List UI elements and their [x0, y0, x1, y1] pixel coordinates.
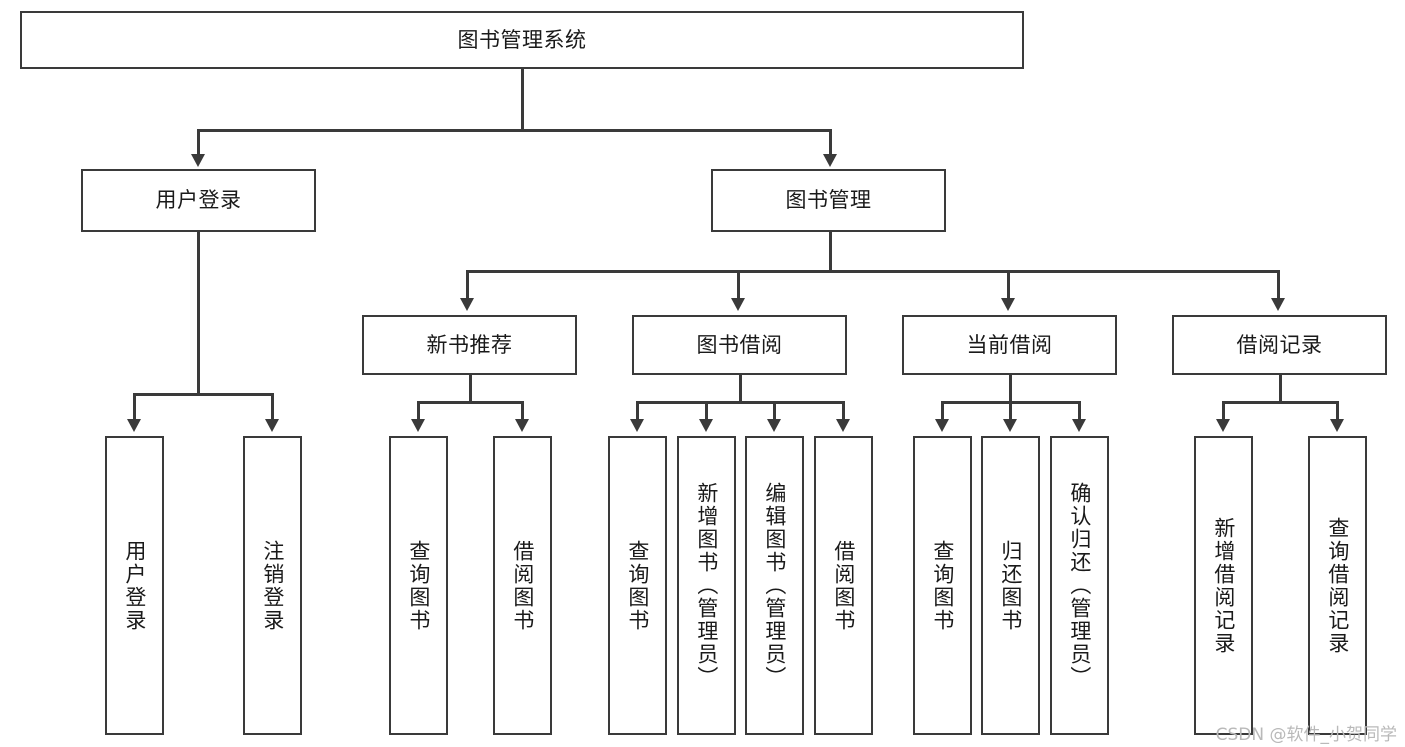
- leaf-query-book-nbr[interactable]: 查询图书: [389, 436, 448, 735]
- csdn-watermark: CSDN @软件_小贺同学: [1215, 725, 1397, 745]
- edge-nbr-to-leaf-1: [417, 401, 420, 421]
- leaf-confirm-return-admin[interactable]: 确认归还（管理员）: [1050, 436, 1109, 735]
- arrow-to-leaf-query-book-1: [411, 419, 425, 432]
- arrow-to-book-borrow: [731, 298, 745, 311]
- edge-br-bus: [1222, 401, 1338, 404]
- arrow-to-leaf-user-login: [127, 419, 141, 432]
- node-user-login[interactable]: 用户登录: [81, 169, 316, 232]
- leaf-query-book-bb[interactable]: 查询图书: [608, 436, 667, 735]
- node-label: 图书管理系统: [457, 27, 587, 52]
- node-book-management[interactable]: 图书管理: [711, 169, 946, 232]
- edge-cb-to-leaf-2: [1009, 401, 1012, 421]
- edge-bm-to-new-book-rec: [466, 270, 469, 300]
- arrow-to-borrow-record: [1271, 298, 1285, 311]
- node-label: 查询借阅记录: [1325, 516, 1350, 655]
- node-book-borrow[interactable]: 图书借阅: [632, 315, 847, 375]
- arrow-to-leaf-borrow-book-1: [515, 419, 529, 432]
- node-label: 确认归还（管理员）: [1067, 482, 1092, 689]
- arrow-to-user-login: [191, 154, 205, 167]
- edge-bm-to-borrow-record: [1277, 270, 1280, 300]
- edge-bb-to-leaf-4: [842, 401, 845, 421]
- edge-user-login-to-leaf-1: [133, 393, 136, 421]
- edge-br-to-leaf-2: [1336, 401, 1339, 421]
- edge-root-stem: [521, 69, 524, 130]
- node-label: 借阅图书: [831, 539, 856, 632]
- node-new-book-recommendation[interactable]: 新书推荐: [362, 315, 577, 375]
- node-label: 注销登录: [260, 539, 285, 632]
- node-root-book-management-system[interactable]: 图书管理系统: [20, 11, 1024, 69]
- leaf-query-borrow-record[interactable]: 查询借阅记录: [1308, 436, 1367, 735]
- node-label: 用户登录: [155, 188, 242, 213]
- edge-bb-to-leaf-3: [773, 401, 776, 421]
- edge-cb-to-leaf-3: [1078, 401, 1081, 421]
- leaf-add-borrow-record[interactable]: 新增借阅记录: [1194, 436, 1253, 735]
- leaf-borrow-book-nbr[interactable]: 借阅图书: [493, 436, 552, 735]
- arrow-to-new-book-recommendation: [460, 298, 474, 311]
- leaf-borrow-book-bb[interactable]: 借阅图书: [814, 436, 873, 735]
- edge-user-login-bus: [133, 393, 273, 396]
- node-label: 归还图书: [998, 539, 1023, 632]
- arrow-to-leaf-add-book: [699, 419, 713, 432]
- node-label: 图书管理: [785, 188, 872, 213]
- edge-root-to-user-login: [197, 129, 200, 156]
- edge-bb-stem: [739, 375, 742, 403]
- edge-root-to-book-management: [829, 129, 832, 156]
- arrow-to-leaf-add-borrow-record: [1216, 419, 1230, 432]
- node-label: 用户登录: [122, 539, 147, 632]
- leaf-user-login[interactable]: 用户登录: [105, 436, 164, 735]
- edge-book-management-stem: [829, 232, 832, 272]
- edge-user-login-stem: [197, 232, 200, 395]
- node-label: 新增借阅记录: [1211, 516, 1236, 655]
- edge-bb-bus: [636, 401, 844, 404]
- edge-book-management-bus: [466, 270, 1280, 273]
- arrow-to-leaf-logout: [265, 419, 279, 432]
- arrow-to-leaf-borrow-book-2: [836, 419, 850, 432]
- arrow-to-book-management: [823, 154, 837, 167]
- arrow-to-leaf-query-book-3: [935, 419, 949, 432]
- node-borrow-record[interactable]: 借阅记录: [1172, 315, 1387, 375]
- leaf-edit-book-admin[interactable]: 编辑图书（管理员）: [745, 436, 804, 735]
- node-current-borrow[interactable]: 当前借阅: [902, 315, 1117, 375]
- edge-cb-to-leaf-1: [941, 401, 944, 421]
- leaf-logout[interactable]: 注销登录: [243, 436, 302, 735]
- node-label: 借阅图书: [510, 539, 535, 632]
- arrow-to-leaf-return-book: [1003, 419, 1017, 432]
- edge-bm-to-current-borrow: [1007, 270, 1010, 300]
- edge-br-to-leaf-1: [1222, 401, 1225, 421]
- edge-nbr-bus: [417, 401, 523, 404]
- edge-cb-stem: [1009, 375, 1012, 403]
- edge-nbr-stem: [469, 375, 472, 403]
- edge-bm-to-book-borrow: [737, 270, 740, 300]
- node-label: 当前借阅: [966, 332, 1053, 357]
- leaf-add-book-admin[interactable]: 新增图书（管理员）: [677, 436, 736, 735]
- leaf-query-book-cb[interactable]: 查询图书: [913, 436, 972, 735]
- arrow-to-leaf-edit-book: [767, 419, 781, 432]
- node-label: 查询图书: [930, 539, 955, 632]
- node-label: 新书推荐: [426, 332, 513, 357]
- leaf-return-book[interactable]: 归还图书: [981, 436, 1040, 735]
- arrow-to-leaf-confirm-return: [1072, 419, 1086, 432]
- node-label: 查询图书: [406, 539, 431, 632]
- edge-root-bus: [197, 129, 831, 132]
- arrow-to-leaf-query-borrow-record: [1330, 419, 1344, 432]
- node-label: 借阅记录: [1236, 332, 1323, 357]
- node-label: 图书借阅: [696, 332, 783, 357]
- arrow-to-current-borrow: [1001, 298, 1015, 311]
- node-label: 新增图书（管理员）: [694, 482, 719, 689]
- edge-bb-to-leaf-2: [705, 401, 708, 421]
- edge-nbr-to-leaf-2: [521, 401, 524, 421]
- node-label: 编辑图书（管理员）: [762, 482, 787, 689]
- arrow-to-leaf-query-book-2: [630, 419, 644, 432]
- edge-bb-to-leaf-1: [636, 401, 639, 421]
- node-label: 查询图书: [625, 539, 650, 632]
- edge-user-login-to-leaf-2: [271, 393, 274, 421]
- edge-br-stem: [1279, 375, 1282, 403]
